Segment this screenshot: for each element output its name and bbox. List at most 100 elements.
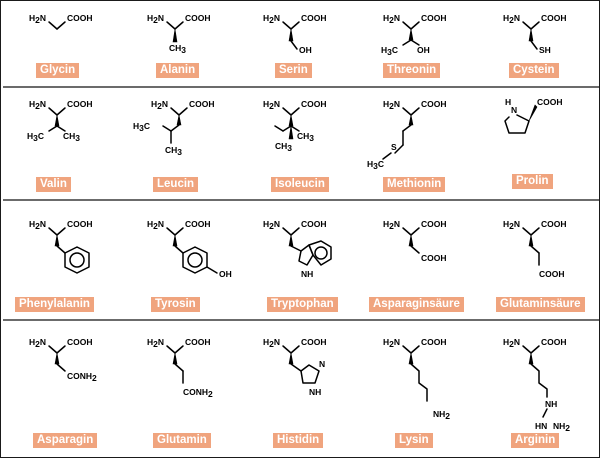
svg-text:H2N: H2N xyxy=(383,13,400,25)
structure-tryptophan: H2N COOH NH xyxy=(263,219,332,279)
svg-text:NH2: NH2 xyxy=(553,421,570,433)
svg-text:CH3: CH3 xyxy=(275,141,292,153)
svg-text:H2N: H2N xyxy=(383,99,400,111)
svg-text:COOH: COOH xyxy=(67,99,93,109)
svg-text:COOH: COOH xyxy=(421,219,447,229)
name-glutaminsaeure: Glutaminsäure xyxy=(496,297,585,312)
structure-lysin: H2N COOH NH2 xyxy=(383,337,450,421)
svg-text:H2N: H2N xyxy=(503,13,520,25)
svg-text:H2N: H2N xyxy=(263,13,280,25)
row-divider xyxy=(3,319,599,321)
svg-text:COOH: COOH xyxy=(421,253,447,263)
svg-text:H2N: H2N xyxy=(383,337,400,349)
svg-text:OH: OH xyxy=(219,269,232,279)
svg-text:COOH: COOH xyxy=(301,13,327,23)
name-glutamin: Glutamin xyxy=(153,433,211,448)
svg-text:COOH: COOH xyxy=(301,99,327,109)
name-alanin: Alanin xyxy=(156,63,200,78)
structure-asparagin: H2N COOH CONH2 xyxy=(29,337,97,383)
svg-text:OH: OH xyxy=(417,45,430,55)
row-divider xyxy=(3,86,599,88)
name-prolin: Prolin xyxy=(512,174,553,189)
name-methionin: Methionin xyxy=(383,177,446,192)
structure-phenylalanin: H2N COOH xyxy=(29,219,93,274)
svg-text:H2N: H2N xyxy=(263,99,280,111)
svg-text:H3C: H3C xyxy=(367,159,384,171)
svg-text:COOH: COOH xyxy=(185,337,211,347)
row-divider xyxy=(3,199,599,201)
svg-text:SH: SH xyxy=(539,45,551,55)
svg-text:CH3: CH3 xyxy=(165,145,182,157)
structure-tyrosin: H2N COOH OH xyxy=(147,219,232,279)
svg-text:H2N: H2N xyxy=(147,13,164,25)
svg-text:COOH: COOH xyxy=(301,337,327,347)
svg-text:H2N: H2N xyxy=(263,219,280,231)
svg-text:COOH: COOH xyxy=(421,337,447,347)
structure-glutamin: H2N COOH CONH2 xyxy=(147,337,213,399)
svg-text:H2N: H2N xyxy=(263,337,280,349)
svg-text:COOH: COOH xyxy=(537,97,563,107)
name-leucin: Leucin xyxy=(153,177,199,192)
svg-text:N: N xyxy=(511,105,517,115)
svg-text:COOH: COOH xyxy=(189,99,215,109)
name-threonin: Threonin xyxy=(383,63,441,78)
structure-isoleucin: H2N COOH CH3 CH3 xyxy=(263,99,327,153)
svg-text:H2N: H2N xyxy=(29,337,46,349)
name-histidin: Histidin xyxy=(273,433,324,448)
name-phenylalanin: Phenylalanin xyxy=(15,297,94,312)
name-lysin: Lysin xyxy=(395,433,433,448)
structure-leucin: H2N COOH H3C CH3 xyxy=(133,99,215,157)
svg-text:H2N: H2N xyxy=(383,219,400,231)
svg-text:COOH: COOH xyxy=(421,13,447,23)
structure-cystein: H2N COOH SH xyxy=(503,13,567,55)
structure-arginin: H2N COOH NH HN NH2 xyxy=(503,337,570,433)
svg-text:H3C: H3C xyxy=(133,121,150,133)
name-asparagin: Asparagin xyxy=(33,433,98,448)
svg-text:H2N: H2N xyxy=(151,99,168,111)
svg-text:H2N: H2N xyxy=(29,219,46,231)
name-cystein: Cystein xyxy=(509,63,559,78)
name-isoleucin: Isoleucin xyxy=(271,177,329,192)
svg-text:CH3: CH3 xyxy=(169,43,186,55)
svg-text:H3C: H3C xyxy=(27,131,44,143)
svg-text:NH: NH xyxy=(301,269,313,279)
svg-text:CONH2: CONH2 xyxy=(67,371,97,383)
svg-text:CONH2: CONH2 xyxy=(183,387,213,399)
structure-alanin: H2N COOH CH3 xyxy=(147,13,211,55)
structure-glutaminsaeure: H2N COOH COOH xyxy=(503,219,567,279)
structure-valin: H2N COOH H3C CH3 xyxy=(27,99,93,143)
svg-text:CH3: CH3 xyxy=(63,131,80,143)
structure-serin: H2N COOH OH xyxy=(263,13,327,55)
name-asparaginsaeure: Asparaginsäure xyxy=(369,297,464,312)
svg-text:COOH: COOH xyxy=(67,13,93,23)
svg-text:COOH: COOH xyxy=(301,219,327,229)
name-tyrosin: Tyrosin xyxy=(151,297,200,312)
svg-text:HN: HN xyxy=(535,421,547,431)
svg-text:CH3: CH3 xyxy=(297,131,314,143)
svg-text:S: S xyxy=(391,142,397,152)
svg-text:COOH: COOH xyxy=(67,337,93,347)
structure-glycin: H2N COOH xyxy=(29,13,93,30)
svg-text:N: N xyxy=(319,359,325,369)
name-valin: Valin xyxy=(36,177,71,192)
svg-text:COOH: COOH xyxy=(185,219,211,229)
svg-text:NH: NH xyxy=(545,399,557,409)
name-serin: Serin xyxy=(275,63,312,78)
svg-text:COOH: COOH xyxy=(539,269,565,279)
svg-text:H2N: H2N xyxy=(29,13,46,25)
svg-text:H2N: H2N xyxy=(503,219,520,231)
name-arginin: Arginin xyxy=(511,433,560,448)
svg-text:OH: OH xyxy=(299,45,312,55)
structure-histidin: H2N COOH N NH xyxy=(263,337,327,397)
svg-text:COOH: COOH xyxy=(67,219,93,229)
structure-methionin: H2N COOH S H3C xyxy=(367,99,447,171)
svg-text:NH2: NH2 xyxy=(433,409,450,421)
svg-text:H2N: H2N xyxy=(147,219,164,231)
svg-text:COOH: COOH xyxy=(185,13,211,23)
svg-text:H: H xyxy=(505,97,511,107)
name-glycin: Glycin xyxy=(36,63,80,78)
svg-text:COOH: COOH xyxy=(541,13,567,23)
structure-prolin: H N COOH xyxy=(504,97,563,134)
structure-asparaginsaeure: H2N COOH COOH xyxy=(383,219,447,263)
